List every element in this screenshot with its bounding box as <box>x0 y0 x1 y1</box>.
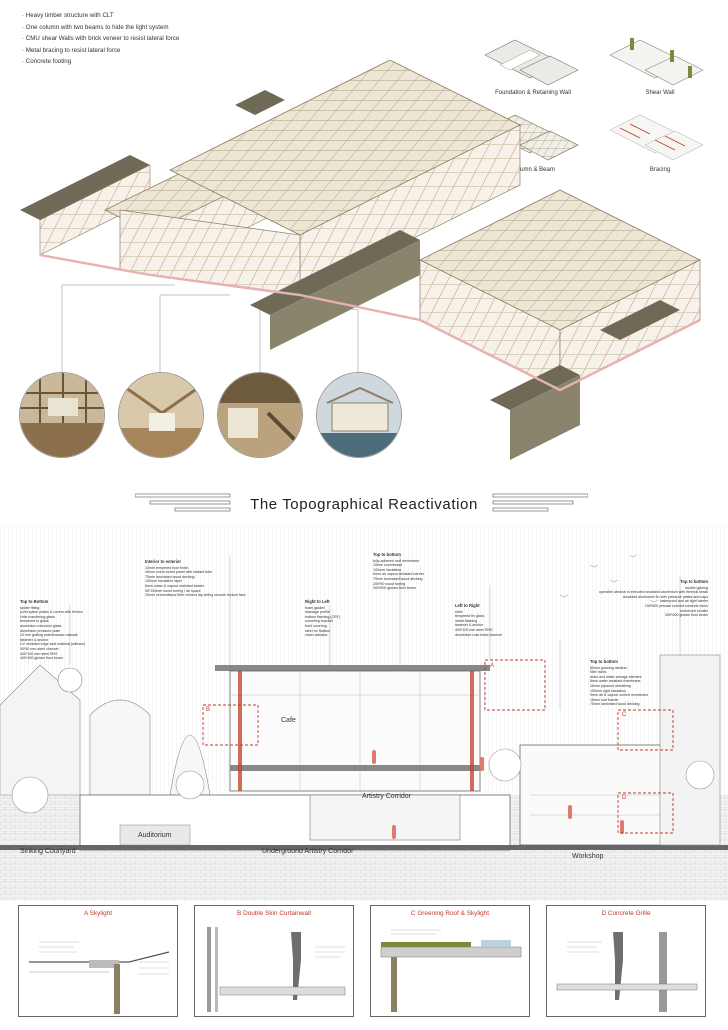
callout-d: D <box>622 795 627 801</box>
system-label: Foundation & Retaining Wall <box>495 90 571 96</box>
detail-title: C Greening Roof & Skylight <box>410 910 490 917</box>
note-item: Metal bracing to resist lateral force <box>22 45 179 57</box>
detail-title: A Skylight <box>83 910 113 917</box>
callout-box-a <box>484 659 546 711</box>
trees <box>11 748 715 814</box>
interior-photo-1 <box>19 372 105 458</box>
main-body <box>119 60 521 350</box>
spec-block-curtainwall: Interior to exterior 10mm tempered floor… <box>145 559 246 598</box>
room-label-cafe: Cafe <box>281 717 296 724</box>
detail-title: D Concrete Grille <box>601 910 651 917</box>
detail-card-grille: D Concrete Grille <box>546 905 706 1017</box>
interior-photo-2 <box>118 372 204 458</box>
detail-card-skylight: A Skylight <box>18 905 178 1017</box>
note-item: Concrete footing <box>22 56 179 68</box>
note-item: Heavy timber structure with CLT <box>22 10 179 22</box>
birds <box>559 554 659 603</box>
bracing-thumbnail <box>609 114 704 161</box>
foundation-thumbnail <box>484 39 579 86</box>
room-label-sinking-courtyard: Sinking Courtyard <box>20 848 76 855</box>
interior-photo-3 <box>217 372 303 458</box>
callout-box-b <box>202 704 259 746</box>
system-label: Bracing <box>649 167 671 173</box>
axonometric-structure <box>20 60 701 460</box>
exterior-photo-4 <box>316 372 402 458</box>
spec-block-roof: Top to bottom fully-adhered roof membran… <box>373 552 424 591</box>
system-label: Shear Wall <box>645 90 675 96</box>
room-label-underground-corridor: Underground Artistry Corridor <box>262 848 354 855</box>
callout-a: A <box>490 663 495 669</box>
system-label: Column & Beam <box>511 167 555 173</box>
title-decoration-right <box>492 493 588 512</box>
note-item: CMU shear Walls with brick veneer to res… <box>22 33 179 45</box>
note-item: One column with two beams to hide the li… <box>22 22 179 34</box>
title-decoration-left <box>135 493 231 512</box>
building-section <box>0 525 728 900</box>
detail-card-green-roof: C Greening Roof & Skylight <box>370 905 530 1017</box>
detail-title: B Double Skin Curtainwall <box>237 910 311 917</box>
structure-notes: Heavy timber structure with CLT One colu… <box>22 10 179 68</box>
room-label-auditorium: Auditorium <box>138 832 172 839</box>
room-label-workshop: Workshop <box>572 853 604 860</box>
callout-box-d <box>617 792 674 834</box>
room-label-artistry-corridor: Artistry Corridor <box>362 793 412 800</box>
callout-box-c <box>617 709 674 751</box>
page-title: The Topographical Reactivation <box>250 496 478 513</box>
shear-wall-thumbnail <box>609 38 704 86</box>
right-wing <box>419 189 701 460</box>
callout-b: B <box>206 707 211 713</box>
people <box>372 750 624 839</box>
detail-card-curtainwall: B Double Skin Curtainwall <box>194 905 354 1017</box>
callout-c: C <box>622 712 627 718</box>
